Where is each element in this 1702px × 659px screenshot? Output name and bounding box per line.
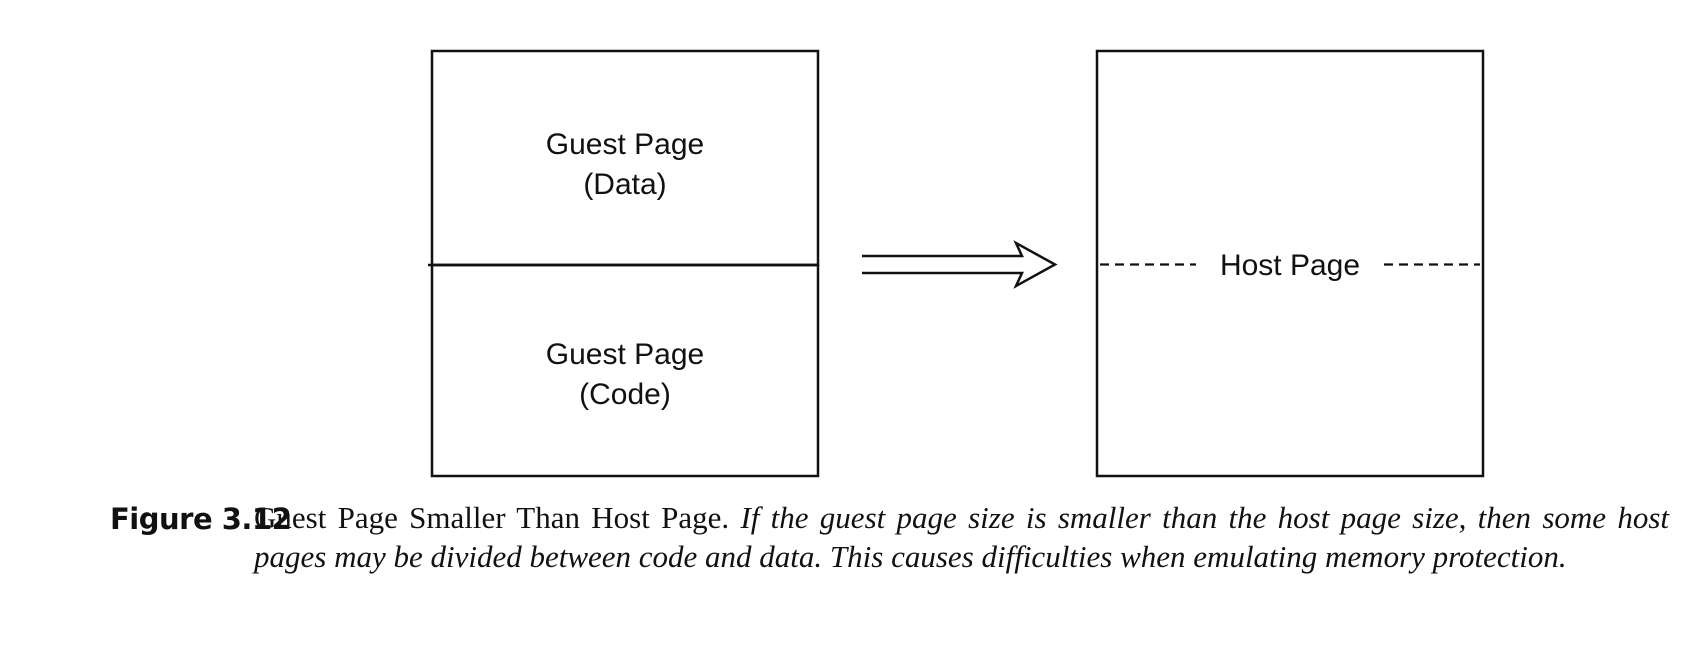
figure-number: Figure 3.12 xyxy=(110,502,292,536)
figure-caption-text: Guest Page Smaller Than Host Page. If th… xyxy=(254,498,1669,576)
host-page: Host Page xyxy=(1095,49,1485,478)
guest-page-code-label-line2: (Code) xyxy=(579,378,671,411)
host-page-label: Host Page xyxy=(1220,249,1360,282)
guest-pages-stack: Guest Page (Data) Guest Page (Code) xyxy=(428,49,820,478)
host-page-box xyxy=(1095,49,1485,478)
page-mapping-diagram: Guest Page (Data) Guest Page (Code) Host… xyxy=(428,49,1485,478)
mapping-arrow-icon xyxy=(862,240,1058,289)
figure-description: If the guest page size is smaller than t… xyxy=(254,500,1670,574)
figure-caption: Figure 3.12 Guest Page Smaller Than Host… xyxy=(0,498,1702,648)
figure-title: Guest Page Smaller Than Host Page. xyxy=(254,500,730,535)
guest-page-code-label-line1: Guest Page xyxy=(546,338,704,371)
guest-page-data-label-line1: Guest Page xyxy=(546,128,704,161)
guest-page-data-label-line2: (Data) xyxy=(583,168,666,201)
